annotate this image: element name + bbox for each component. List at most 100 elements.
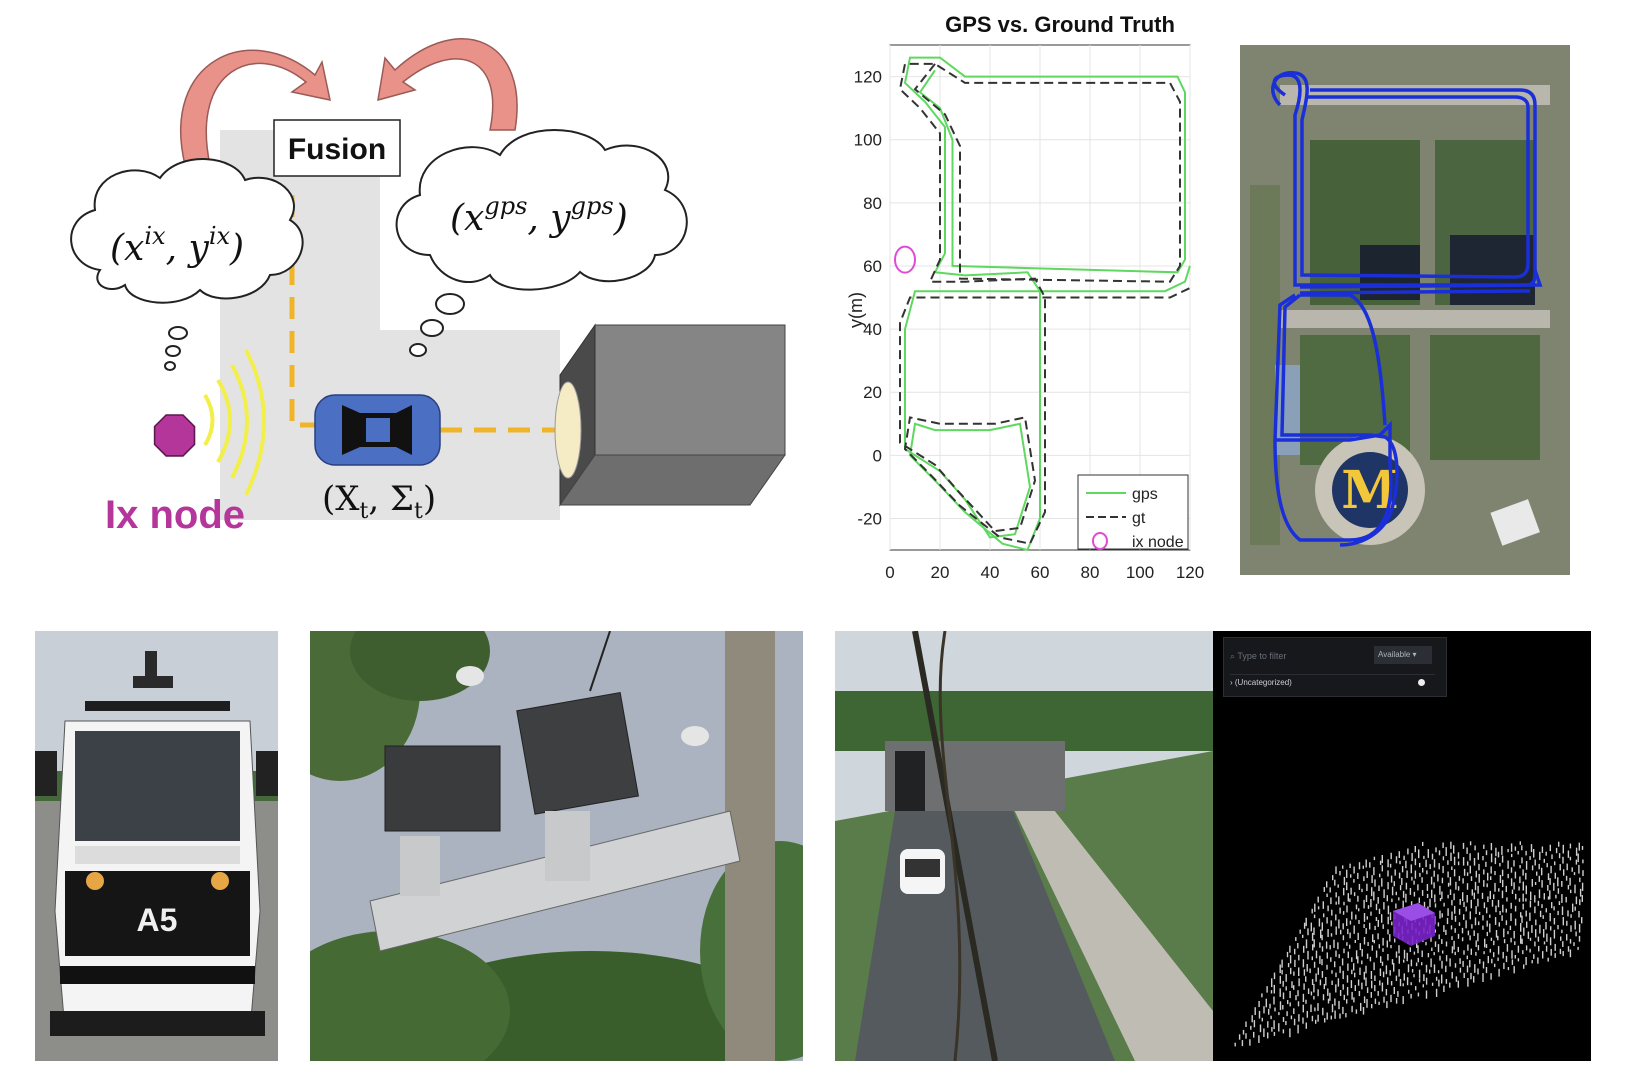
cloud-point — [1471, 889, 1473, 896]
cloud-point — [1289, 955, 1292, 964]
cloud-point — [1303, 983, 1305, 990]
cloud-point — [1373, 867, 1375, 876]
cloud-point — [1437, 970, 1440, 974]
cloud-point — [1381, 855, 1383, 864]
cloud-point — [1478, 863, 1480, 871]
cloud-point — [1238, 1034, 1241, 1040]
cloud-point — [1581, 917, 1583, 924]
cloud-point — [1458, 908, 1461, 915]
cloud-point — [1398, 969, 1400, 977]
cloud-point — [1358, 862, 1361, 870]
cloud-point — [1266, 986, 1268, 993]
cloud-point — [1401, 878, 1403, 885]
cloud-point — [1416, 939, 1418, 948]
cloud-point — [1457, 980, 1459, 988]
cloud-point — [1507, 967, 1510, 971]
cloud-point — [1443, 985, 1445, 992]
cloud-point — [1334, 1010, 1336, 1019]
cloud-point — [1313, 939, 1315, 948]
visibility-dot-icon[interactable] — [1418, 679, 1425, 686]
cloud-point — [1297, 1024, 1299, 1034]
cloud-point — [1433, 964, 1436, 973]
cloud-point — [1302, 934, 1304, 938]
cloud-point — [1394, 869, 1396, 876]
cloud-point — [1466, 895, 1468, 903]
cloud-point — [1372, 934, 1374, 942]
cloud-point — [1338, 919, 1340, 929]
cloud-point — [1469, 960, 1471, 968]
cloud-point — [1282, 980, 1284, 987]
cloud-point — [1473, 930, 1475, 936]
cloud-point — [1466, 965, 1469, 973]
cloud-point — [1494, 917, 1497, 925]
cloud-point — [1335, 984, 1337, 993]
cloud-point — [1563, 869, 1565, 876]
cloud-point — [1387, 905, 1390, 915]
cloud-point — [1382, 971, 1385, 978]
y-tick-label: 60 — [863, 257, 882, 276]
cloud-point — [1471, 924, 1473, 929]
cloud-point — [1501, 846, 1503, 855]
filter-input[interactable]: ⌕ Type to filter — [1230, 651, 1287, 661]
cloud-point — [1417, 884, 1419, 891]
cloud-point — [1442, 866, 1444, 874]
cloud-point — [1534, 906, 1536, 914]
availability-dropdown[interactable]: Available ▾ — [1374, 646, 1432, 664]
cloud-point — [1258, 1001, 1260, 1008]
cloud-point — [1447, 882, 1450, 887]
cloud-point — [1329, 992, 1331, 1001]
cloud-point — [1505, 920, 1508, 926]
cloud-point — [1386, 1001, 1388, 1009]
cloud-point — [1538, 945, 1540, 952]
cloud-point — [1409, 947, 1411, 952]
cloud-point — [1321, 934, 1323, 941]
cloud-point — [1478, 911, 1481, 915]
state-estimate: (Xt, Σt) — [322, 479, 436, 524]
cloud-point — [1375, 950, 1378, 958]
chart-title: GPS vs. Ground Truth — [945, 12, 1175, 37]
cloud-point — [1451, 866, 1453, 870]
cloud-point — [1422, 868, 1424, 873]
cloud-point — [1507, 849, 1509, 853]
cloud-point — [1484, 938, 1486, 948]
cloud-point — [1502, 879, 1504, 888]
cloud-point — [1342, 935, 1345, 941]
cloud-point — [1342, 984, 1344, 990]
cloud-point — [1281, 969, 1283, 975]
cloud-point — [1430, 934, 1432, 942]
cloud-point — [1470, 876, 1473, 881]
x-tick-label: 40 — [981, 563, 1000, 582]
cloud-point — [1327, 988, 1329, 996]
cloud-point — [1326, 893, 1328, 897]
cloud-point — [1294, 959, 1296, 967]
cloud-point — [1575, 847, 1578, 856]
cloud-point — [1561, 894, 1563, 903]
cloud-point — [1547, 873, 1550, 880]
cloud-point — [1370, 971, 1373, 980]
x-tick-label: 20 — [931, 563, 950, 582]
tree-item-uncategorized[interactable]: › (Uncategorized) — [1230, 674, 1435, 691]
cloud-point — [1490, 866, 1492, 874]
cloud-point — [1577, 853, 1579, 863]
cloud-point — [1263, 1006, 1265, 1014]
cloud-point — [1449, 877, 1452, 886]
cloud-point — [1389, 912, 1392, 921]
cloud-point — [1373, 856, 1376, 861]
cloud-point — [1569, 949, 1572, 958]
cloud-point — [1369, 956, 1372, 962]
cloud-point — [1554, 943, 1556, 951]
cloud-point — [1521, 857, 1523, 864]
cloud-point — [1379, 860, 1382, 865]
cloud-point — [1330, 897, 1332, 905]
cloud-point — [1349, 932, 1351, 939]
cloud-point — [1395, 903, 1397, 909]
cloud-point — [1582, 859, 1584, 864]
cloud-point — [1342, 1006, 1344, 1015]
cloud-point — [1310, 991, 1313, 996]
cloud-point — [1358, 920, 1360, 924]
cloud-point — [1402, 890, 1405, 898]
cloud-point — [1325, 977, 1327, 986]
cloud-point — [1425, 964, 1428, 973]
cloud-point — [1312, 944, 1314, 951]
